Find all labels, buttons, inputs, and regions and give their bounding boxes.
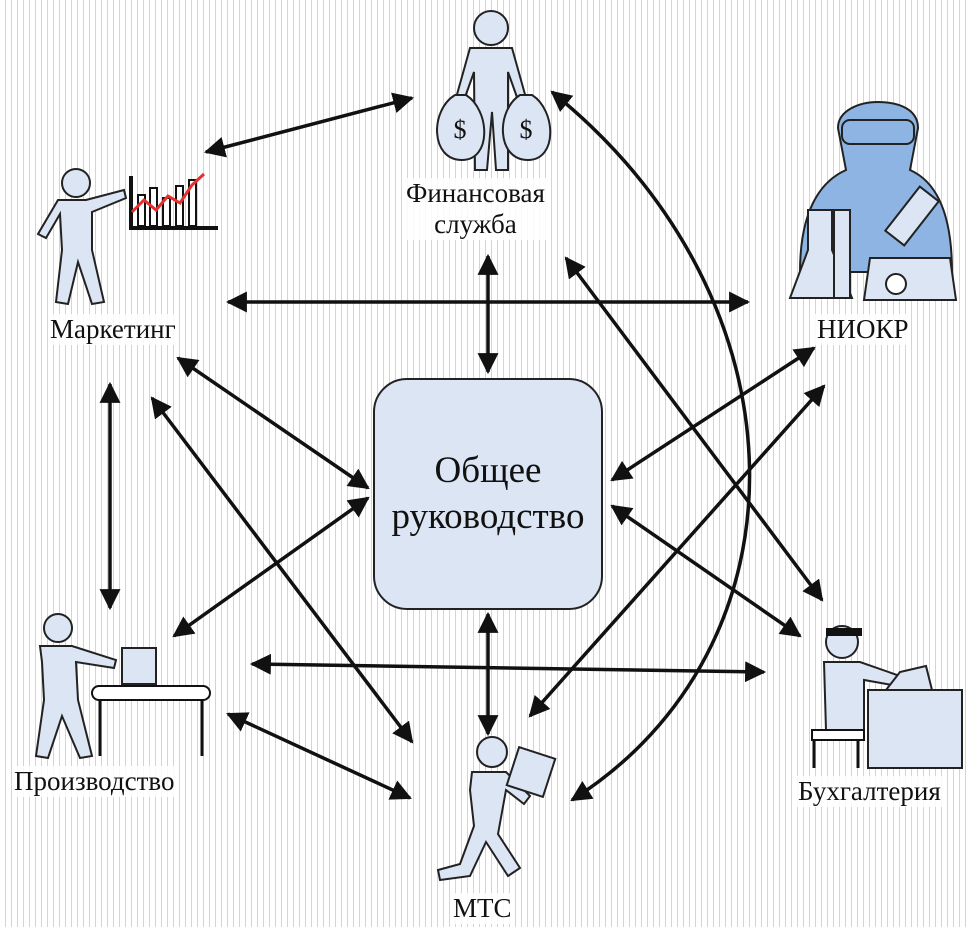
accounting-label: Бухгалтерия (796, 776, 943, 807)
person-with-money-bags-icon: $ $ (436, 10, 552, 171)
rnd-label: НИОКР (815, 314, 911, 345)
svg-text:$: $ (454, 115, 467, 144)
arrow-production-accounting (249, 653, 767, 683)
finance-label-line2: служба (434, 209, 517, 239)
arrow-finance-mts-curve (550, 90, 752, 802)
center-label: Общее руководство (392, 448, 585, 540)
mts-label: МТС (451, 893, 514, 924)
arrow-production-mts (226, 712, 412, 800)
center-label-line2: руководство (391, 496, 585, 537)
finance-label: Финансовая служба (404, 178, 547, 240)
arrow-center-production (172, 496, 370, 638)
arrow-marketing-finance (203, 92, 415, 158)
arrow-center-accounting (610, 504, 802, 638)
svg-text:$: $ (520, 115, 533, 144)
arrow-rnd-center (610, 346, 816, 482)
marketing-label: Маркетинг (48, 314, 178, 345)
person-pointing-at-chart-icon (36, 168, 218, 306)
accountant-at-desk-icon (811, 625, 963, 769)
person-carrying-box-icon (436, 736, 557, 882)
center-label-line1: Общее (434, 450, 542, 491)
scientist-with-flask-and-microscope-icon (788, 100, 958, 301)
worker-at-conveyor-icon (34, 613, 211, 760)
production-label: Производство (12, 766, 177, 797)
finance-label-line1: Финансовая (406, 178, 545, 208)
general-management-box: Общее руководство (373, 378, 603, 610)
